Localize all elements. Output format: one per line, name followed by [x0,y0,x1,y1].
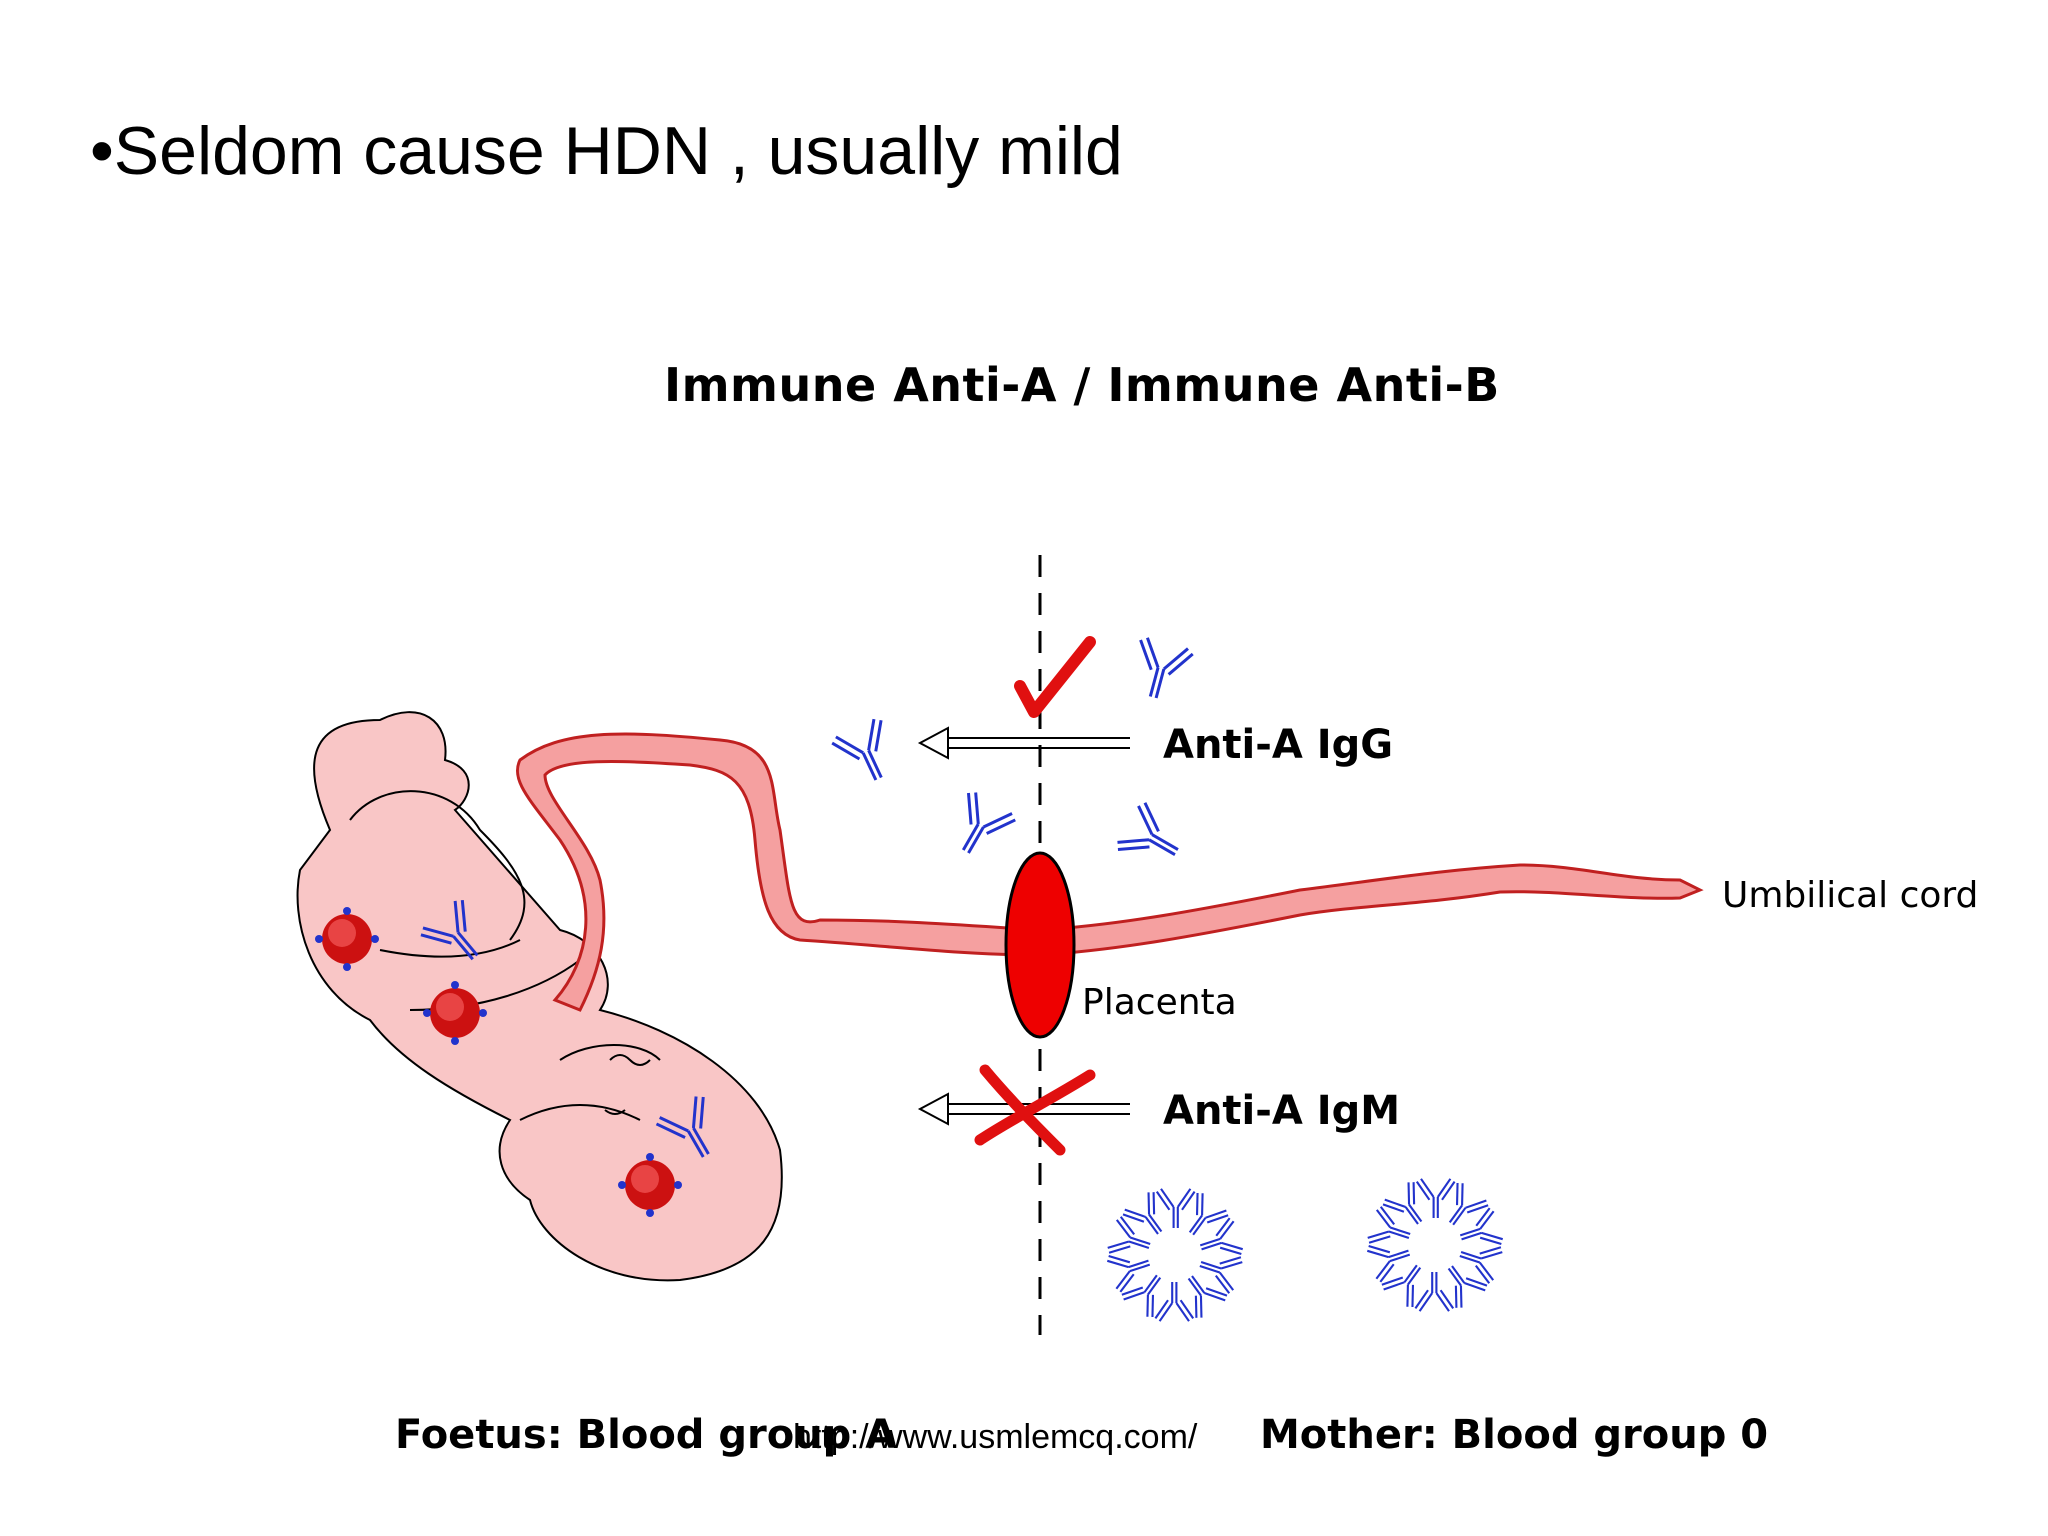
check-mark-icon [1014,636,1096,718]
antibody-icon [1112,799,1192,878]
placenta [1004,851,1076,1039]
antibody-icon [1125,634,1196,706]
igm-pentamer-icon [1366,1179,1504,1311]
umbilical-cord [515,732,1704,1012]
umbilical-cord-label: Umbilical cord [1722,875,1979,916]
igg-arrow [917,726,1130,760]
source-url[interactable]: http://www.usmlemcq.com/ [793,1418,1198,1456]
antibody-icon [940,787,1019,867]
igm-label: Anti-A IgM [1163,1088,1401,1134]
placenta-label: Placenta [1082,982,1237,1023]
antibody-icon [828,715,905,792]
foetus-label: Foetus: Blood group A [395,1412,897,1458]
diagram-title: Immune Anti-A / Immune Anti-B [664,358,1500,412]
igm-pentamer-icon [1106,1189,1244,1321]
cross-mark-icon [974,1064,1096,1156]
bullet-text: •Seldom cause HDN , usually mild [90,113,1123,189]
igg-label: Anti-A IgG [1163,722,1394,768]
foetus-illustration [296,711,783,1282]
mother-label: Mother: Blood group 0 [1260,1412,1769,1458]
